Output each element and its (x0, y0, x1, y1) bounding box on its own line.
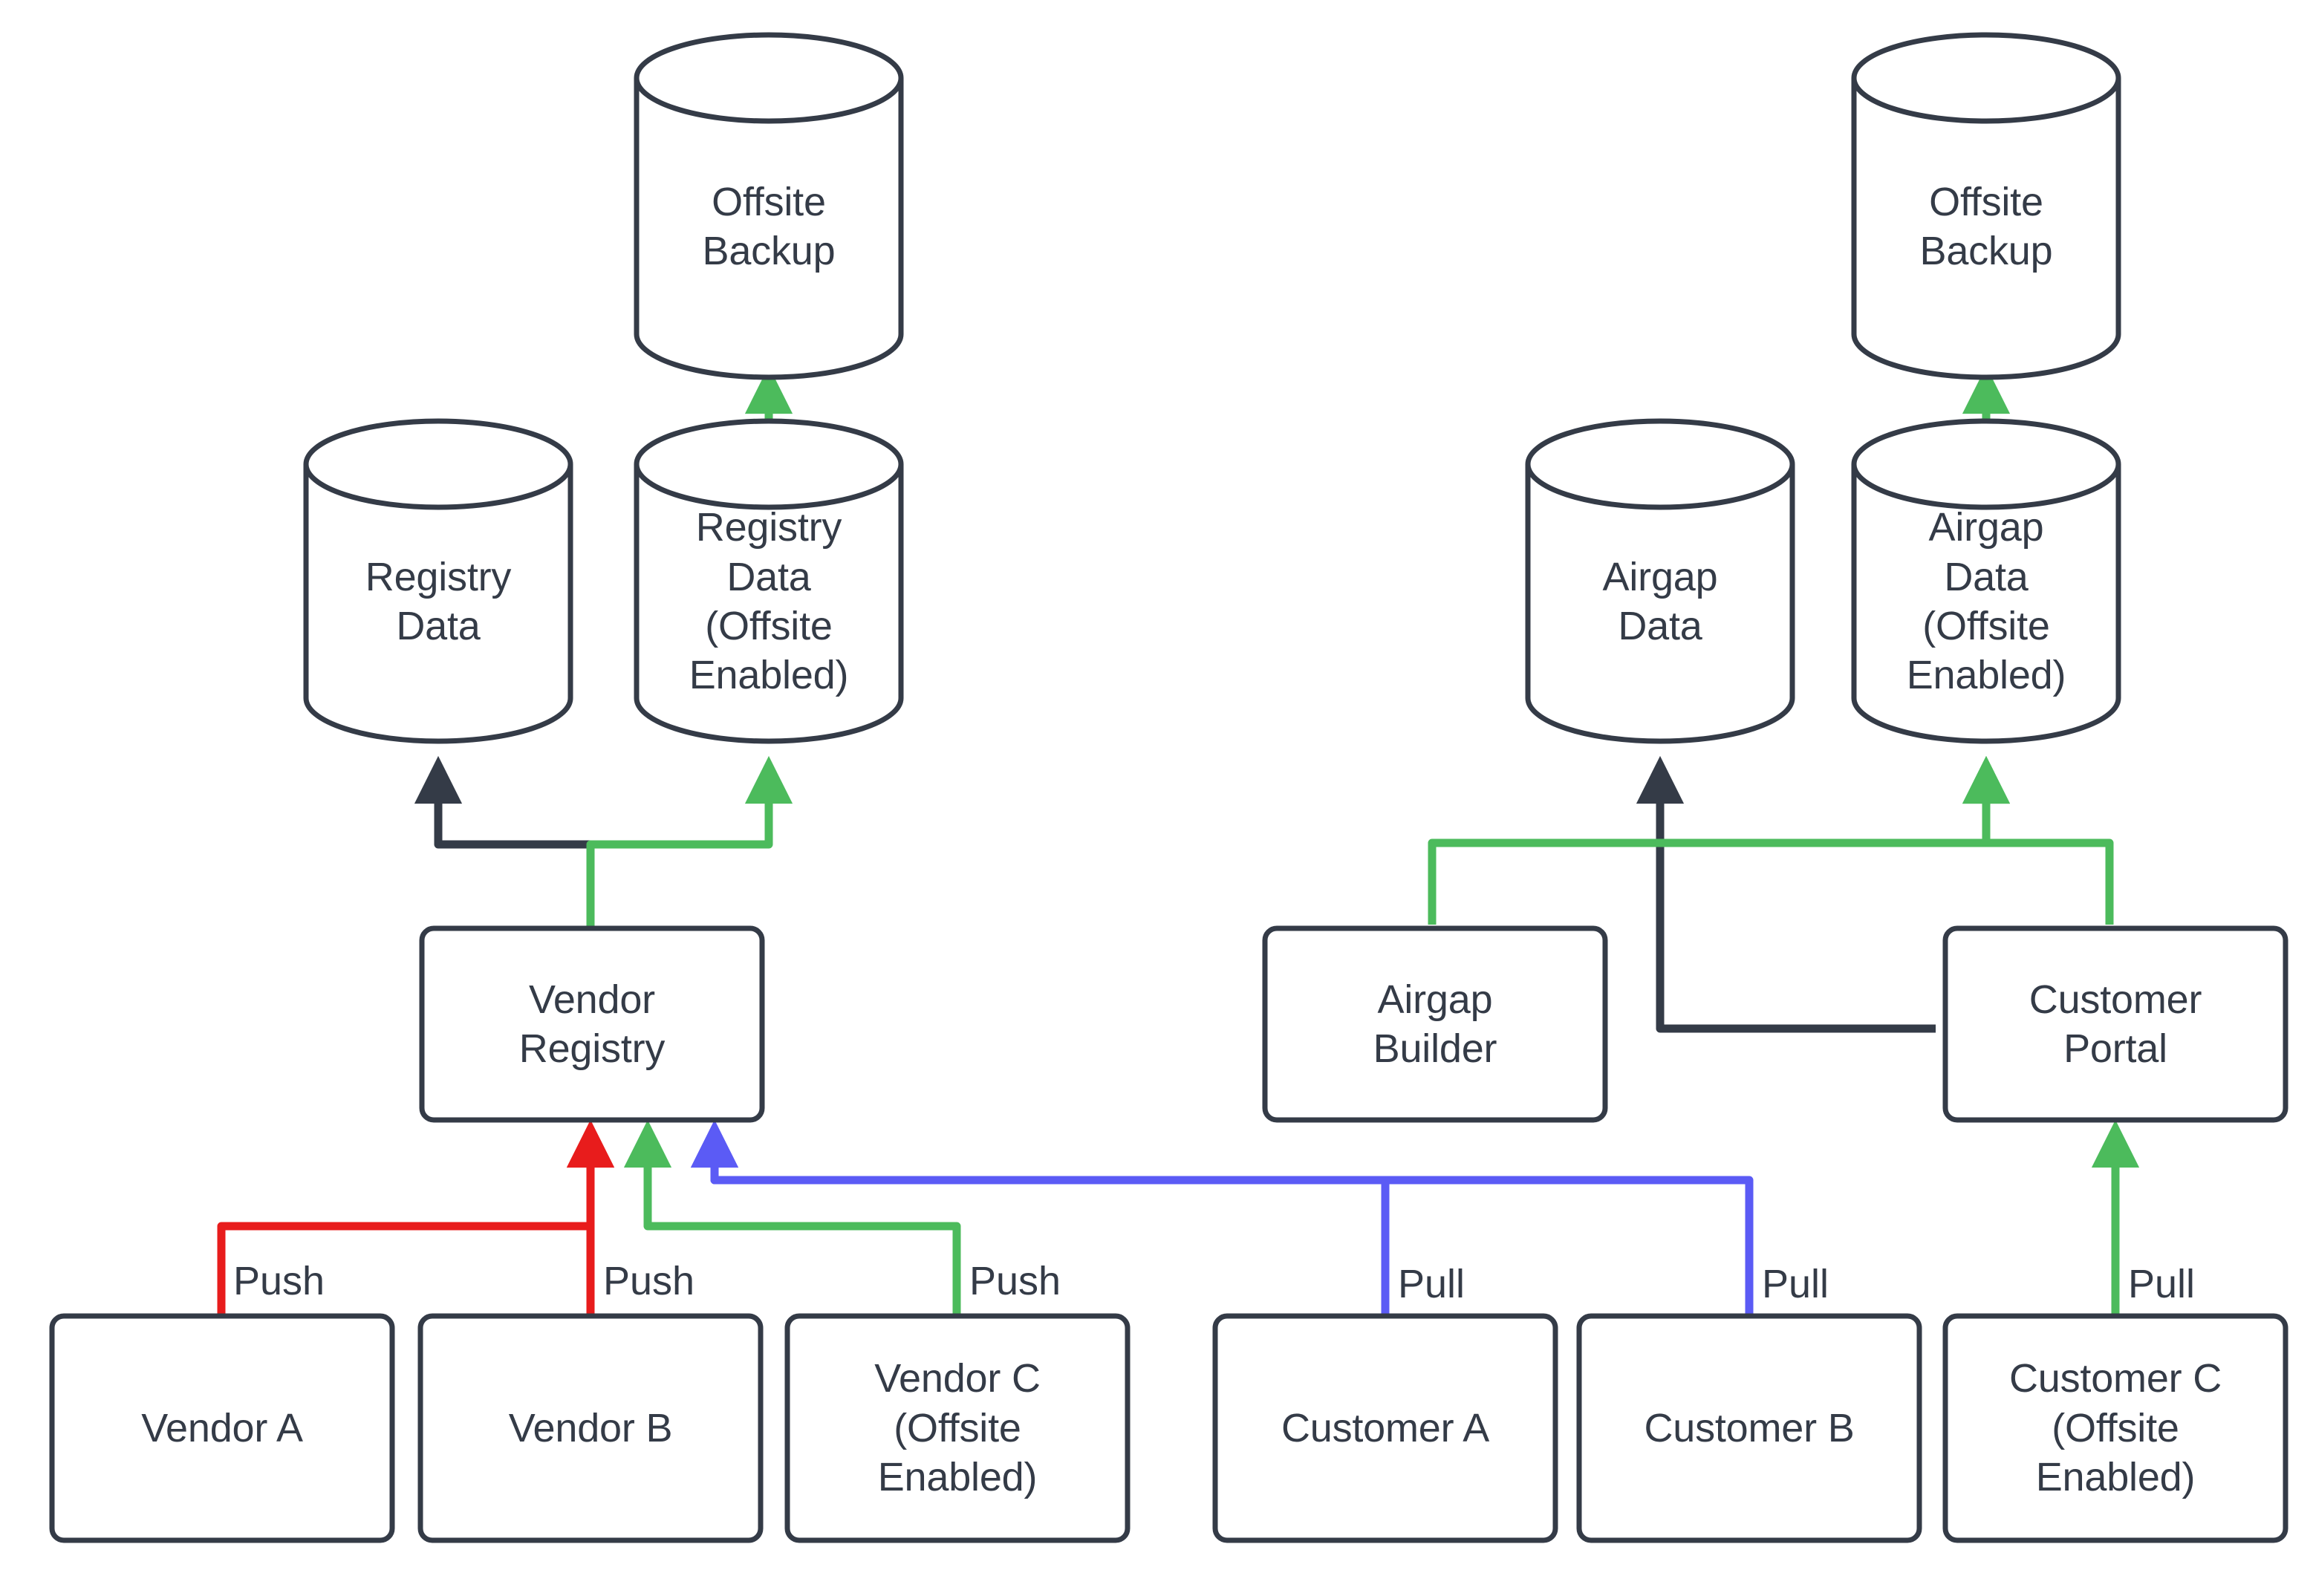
node-offsite-backup-left[interactable] (634, 32, 904, 380)
node-vendor-registry[interactable] (419, 925, 765, 1123)
node-vendor-b[interactable] (417, 1313, 764, 1543)
node-customer-c[interactable] (1942, 1313, 2288, 1543)
edge-vendor-registry-to-registry-data-offsite (586, 755, 793, 927)
edge-customer-b-pull (690, 1119, 1754, 1316)
hit-customer-a[interactable] (1215, 1316, 1555, 1540)
node-registry-data-offsite[interactable] (634, 418, 904, 744)
hit-customer-portal[interactable] (1945, 928, 2286, 1120)
edge-customer-portal-to-airgap-data-offsite (1962, 755, 2114, 925)
node-airgap-data-offsite[interactable] (1851, 418, 2121, 744)
node-airgap-builder[interactable] (1262, 925, 1608, 1123)
edge-airgap-builder-to-airgap-data-offsite (1428, 755, 2011, 925)
hit-airgap-builder[interactable] (1265, 928, 1605, 1120)
hit-airgap-data-offsite[interactable] (1854, 421, 2118, 741)
node-registry-data[interactable] (303, 418, 573, 744)
hit-vendor-b[interactable] (420, 1316, 761, 1540)
edge-vendor-c-push (623, 1119, 961, 1316)
hit-airgap-data[interactable] (1528, 421, 1792, 741)
hit-vendor-registry[interactable] (422, 928, 762, 1120)
hit-vendor-c[interactable] (787, 1316, 1128, 1540)
hit-registry-data-offsite[interactable] (637, 421, 901, 741)
node-customer-b[interactable] (1576, 1313, 1922, 1543)
hit-customer-b[interactable] (1579, 1316, 1919, 1540)
node-customer-a[interactable] (1212, 1313, 1558, 1543)
hit-vendor-a[interactable] (52, 1316, 392, 1540)
hit-offsite-backup-left[interactable] (637, 35, 901, 377)
node-vendor-a[interactable] (49, 1313, 395, 1543)
hit-offsite-backup-right[interactable] (1854, 35, 2118, 377)
node-offsite-backup-right[interactable] (1851, 32, 2121, 380)
hit-customer-c[interactable] (1945, 1316, 2286, 1540)
edge-vendor-a-push (217, 1119, 615, 1316)
edge-vendor-registry-to-registry-data (414, 755, 595, 927)
edge-customer-portal-to-airgap-data (1636, 755, 1936, 1033)
node-airgap-data[interactable] (1525, 418, 1795, 744)
node-customer-portal[interactable] (1942, 925, 2288, 1123)
node-vendor-c[interactable] (784, 1313, 1131, 1543)
hit-registry-data[interactable] (306, 421, 570, 741)
